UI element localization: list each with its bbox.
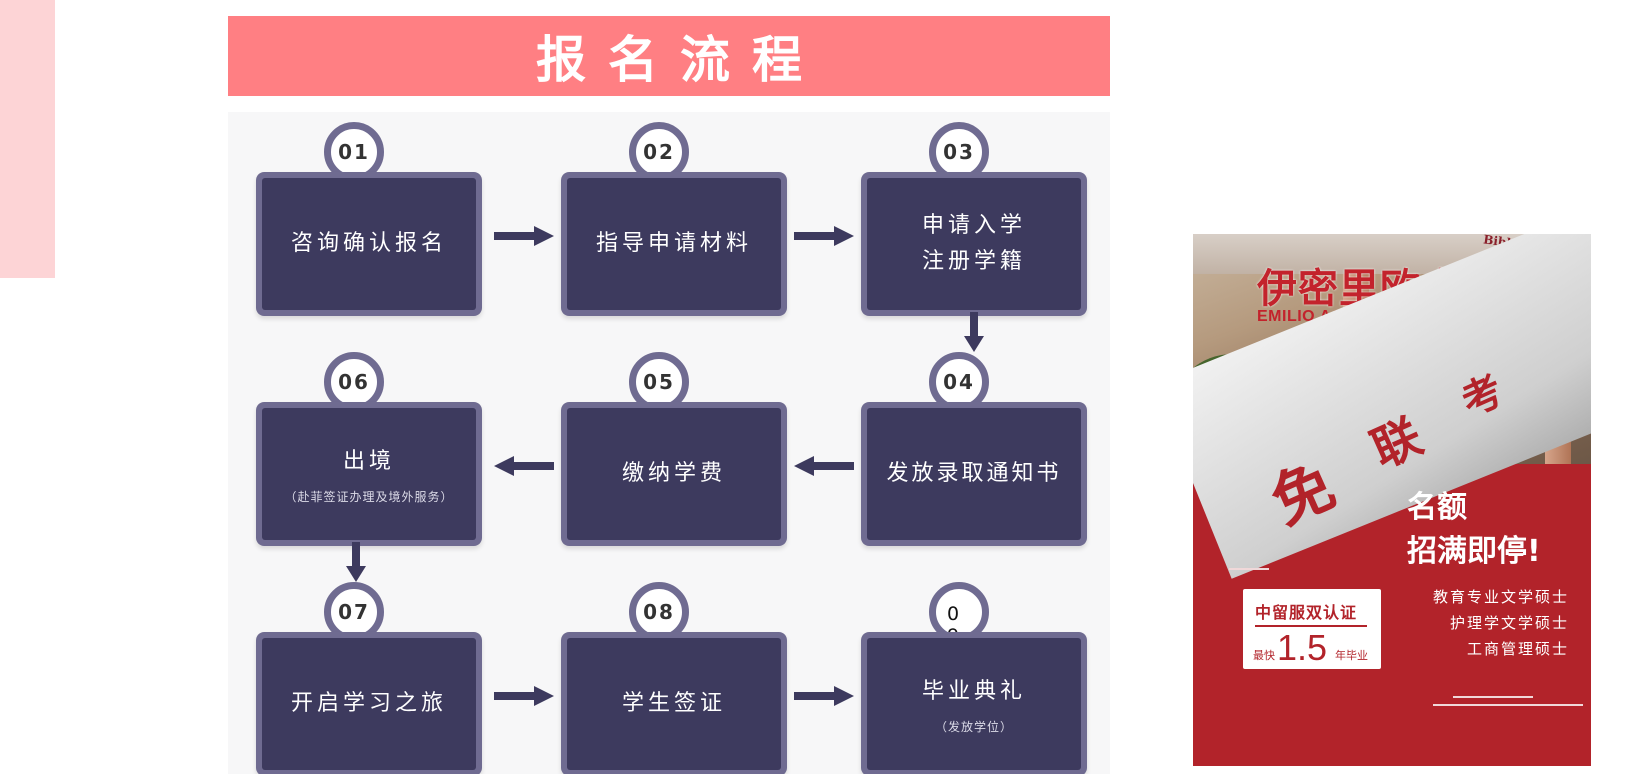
arrow-down-icon [344, 540, 368, 584]
arrow-right-icon [792, 224, 856, 248]
step-label: 申请入学 [922, 208, 1026, 244]
step-box-05: 缴纳学费 [567, 408, 781, 540]
degree-list: 教育专业文学硕士 护理学文学硕士 工商管理硕士 [1433, 584, 1569, 662]
step-label: 毕业典礼 [922, 674, 1026, 710]
step-badge-04: 04 [929, 352, 989, 412]
card-prefix: 最快 [1253, 647, 1275, 663]
slogan-line-2: 招满即停! [1407, 530, 1541, 574]
step-sublabel: （赴菲签证办理及境外服务） [284, 488, 453, 505]
step-badge-05: 05 [629, 352, 689, 412]
step-label: 学生签证 [622, 686, 726, 722]
card-heading: 中留服双认证 [1255, 599, 1357, 623]
arrow-right-icon [492, 684, 556, 708]
step-badge-07: 07 [324, 582, 384, 642]
card-years: 1.5 [1277, 627, 1327, 669]
step-sublabel: （发放学位） [935, 718, 1013, 735]
step-badge-08: 08 [629, 582, 689, 642]
step-label: 开启学习之旅 [291, 686, 447, 722]
step-badge-03: 03 [929, 122, 989, 182]
step-badge-02: 02 [629, 122, 689, 182]
step-label: 缴纳学费 [622, 456, 726, 492]
banner-title: 报名流程 [514, 20, 824, 92]
step-box-01: 咨询确认报名 [262, 178, 476, 310]
deco-line [1453, 696, 1533, 698]
arrow-right-icon [792, 684, 856, 708]
arrow-right-icon [492, 224, 556, 248]
degree-item: 教育专业文学硕士 [1433, 584, 1569, 610]
deco-line [1229, 568, 1269, 570]
step-box-08: 学生签证 [567, 638, 781, 770]
slogan-line-1: 名额 [1407, 486, 1467, 530]
step-label: 发放录取通知书 [886, 456, 1061, 492]
degree-item: 护理学文学硕士 [1433, 610, 1569, 636]
degree-item: 工商管理硕士 [1433, 636, 1569, 662]
step-box-06: 出境 （赴菲签证办理及境外服务） [262, 408, 476, 540]
step-badge-01: 01 [324, 122, 384, 182]
arrow-left-icon [792, 454, 856, 478]
step-badge-06: 06 [324, 352, 384, 412]
step-box-02: 指导申请材料 [567, 178, 781, 310]
step-label: 出境 [343, 444, 395, 480]
step-label: 咨询确认报名 [291, 226, 447, 262]
step-box-09: 毕业典礼 （发放学位） [867, 638, 1081, 770]
arrow-left-icon [492, 454, 556, 478]
college-poster: Bible House 伊密里欧大学 EMILIO AGUINALDO COLL… [1193, 234, 1591, 766]
step-box-03: 申请入学 注册学籍 [867, 178, 1081, 310]
process-banner: 报名流程 [228, 16, 1110, 96]
deco-line [1433, 704, 1583, 706]
left-decor-strip [0, 0, 55, 278]
process-flowchart: 01 咨询确认报名 02 指导申请材料 03 申请入学 注册学籍 06 出境 （… [228, 112, 1110, 774]
step-box-04: 发放录取通知书 [867, 408, 1081, 540]
arrow-down-icon [962, 310, 986, 354]
step-label-line2: 注册学籍 [922, 244, 1026, 280]
step-badge-09: 099 [929, 582, 989, 642]
certification-card: 中留服双认证 最快 1.5 年毕业 [1243, 589, 1381, 669]
card-suffix: 年毕业 [1335, 647, 1368, 663]
step-label: 指导申请材料 [596, 226, 752, 262]
step-box-07: 开启学习之旅 [262, 638, 476, 770]
